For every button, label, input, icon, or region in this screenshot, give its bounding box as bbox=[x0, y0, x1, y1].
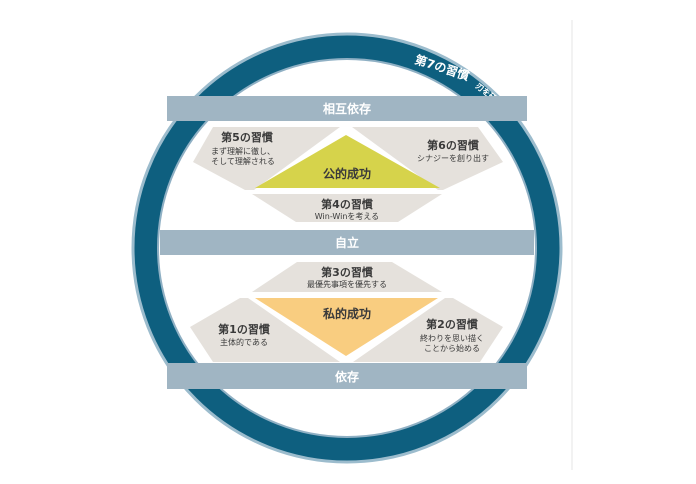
habit-1-shape bbox=[190, 298, 340, 362]
habit-2-title: 第2の習慣 bbox=[426, 317, 478, 331]
band-interdependence-label: 相互依存 bbox=[323, 101, 371, 116]
habit-2-line-1: 終わりを思い描く bbox=[420, 333, 484, 343]
habit-5-shape bbox=[193, 127, 340, 190]
habit-4-line-1: Win-Winを考える bbox=[315, 212, 379, 221]
habit-2-shape bbox=[353, 298, 503, 362]
band-interdependence bbox=[167, 96, 527, 121]
band-independence-label: 自立 bbox=[335, 235, 359, 250]
habit-5-line-2: そして理解される bbox=[211, 156, 275, 166]
habit-1-title: 第1の習慣 bbox=[218, 322, 270, 336]
public-victory-triangle bbox=[255, 135, 440, 188]
habit-4-shape bbox=[252, 194, 442, 222]
habit-5-title: 第5の習慣 bbox=[221, 130, 273, 144]
private-victory-label: 私的成功 bbox=[322, 306, 371, 321]
private-victory-triangle bbox=[255, 298, 438, 356]
habit-3-shape bbox=[252, 262, 442, 292]
habit-6-shape bbox=[352, 127, 503, 190]
habit-6-title: 第6の習慣 bbox=[427, 138, 479, 152]
habit-6-line-1: シナジーを創り出す bbox=[417, 153, 489, 163]
habit-4-title: 第4の習慣 bbox=[321, 197, 373, 211]
band-independence bbox=[160, 230, 534, 255]
habit-2-line-2: ことから始める bbox=[424, 343, 480, 353]
habit-1-line-1: 主体的である bbox=[220, 337, 268, 347]
habit-3-title: 第3の習慣 bbox=[321, 265, 373, 279]
habit-3-line-1: 最優先事項を優先する bbox=[307, 279, 387, 289]
band-dependence bbox=[167, 363, 527, 389]
habit-5-line-1: まず理解に徹し、 bbox=[211, 146, 275, 156]
band-dependence-label: 依存 bbox=[335, 369, 359, 384]
public-victory-label: 公的成功 bbox=[323, 166, 371, 181]
